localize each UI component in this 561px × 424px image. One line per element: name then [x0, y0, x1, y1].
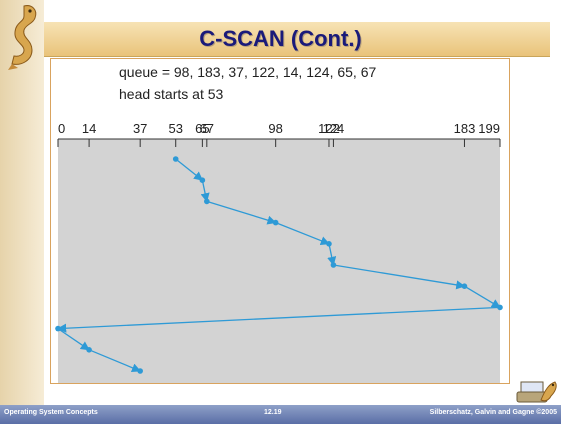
footer-book-title: Operating System Concepts	[4, 409, 98, 416]
queue-text: queue = 98, 183, 37, 122, 14, 124, 65, 6…	[119, 64, 376, 80]
head-start-text: head starts at 53	[119, 86, 224, 102]
title-bar	[44, 22, 550, 56]
x-axis-tick-label: 183	[454, 121, 476, 136]
x-axis-tick-label: 124	[323, 121, 345, 136]
head-position-point	[172, 156, 179, 162]
x-axis-tick-label: 98	[268, 121, 282, 136]
head-position-point	[330, 262, 337, 268]
x-axis-tick-label: 14	[82, 121, 96, 136]
head-move-segment	[200, 180, 210, 203]
head-position-point	[497, 304, 503, 311]
head-position-point	[326, 241, 332, 247]
x-axis-tick-label: 37	[133, 121, 147, 136]
head-move-segment	[57, 306, 501, 333]
head-position-point	[55, 325, 61, 332]
head-position-point	[272, 219, 279, 226]
head-move-segment	[464, 285, 501, 308]
head-move-segment	[333, 264, 466, 290]
head-move-segment	[327, 243, 337, 266]
plot-area	[58, 139, 500, 383]
title-divider	[44, 56, 550, 57]
head-move-segment	[57, 328, 90, 351]
x-axis-tick-label: 65	[195, 121, 209, 136]
head-movement-path	[55, 156, 503, 374]
left-decoration-stripe	[0, 0, 44, 424]
footer-page-number: 12.19	[264, 409, 282, 416]
x-axis-tick-label: 53	[168, 121, 182, 136]
x-axis-tick-label: 67	[200, 121, 214, 136]
head-position-point	[86, 347, 92, 353]
dinosaur-laptop-icon	[516, 381, 557, 403]
head-position-point	[204, 198, 210, 205]
x-axis-tick-label: 122	[318, 121, 340, 136]
head-move-segment	[88, 349, 142, 373]
head-move-segment	[275, 221, 330, 246]
head-move-segment	[206, 200, 277, 225]
head-move-segment	[175, 158, 204, 181]
footer-bar: Operating System Concepts 12.19 Silbersc…	[0, 405, 561, 424]
head-position-point	[461, 283, 468, 289]
head-position-point	[199, 177, 206, 183]
footer-authors: Silberschatz, Galvin and Gagne ©2005	[429, 409, 557, 416]
head-position-point	[137, 368, 143, 374]
slide-title: C-SCAN (Cont.)	[199, 26, 362, 51]
x-axis-tick-label: 0	[58, 121, 65, 136]
x-axis-tick-label: 199	[478, 121, 500, 136]
cscan-figure: queue = 98, 183, 37, 122, 14, 124, 65, 6…	[50, 58, 510, 384]
cscan-chart: queue = 98, 183, 37, 122, 14, 124, 65, 6…	[55, 64, 503, 383]
dinosaur-logo-icon	[8, 5, 37, 70]
